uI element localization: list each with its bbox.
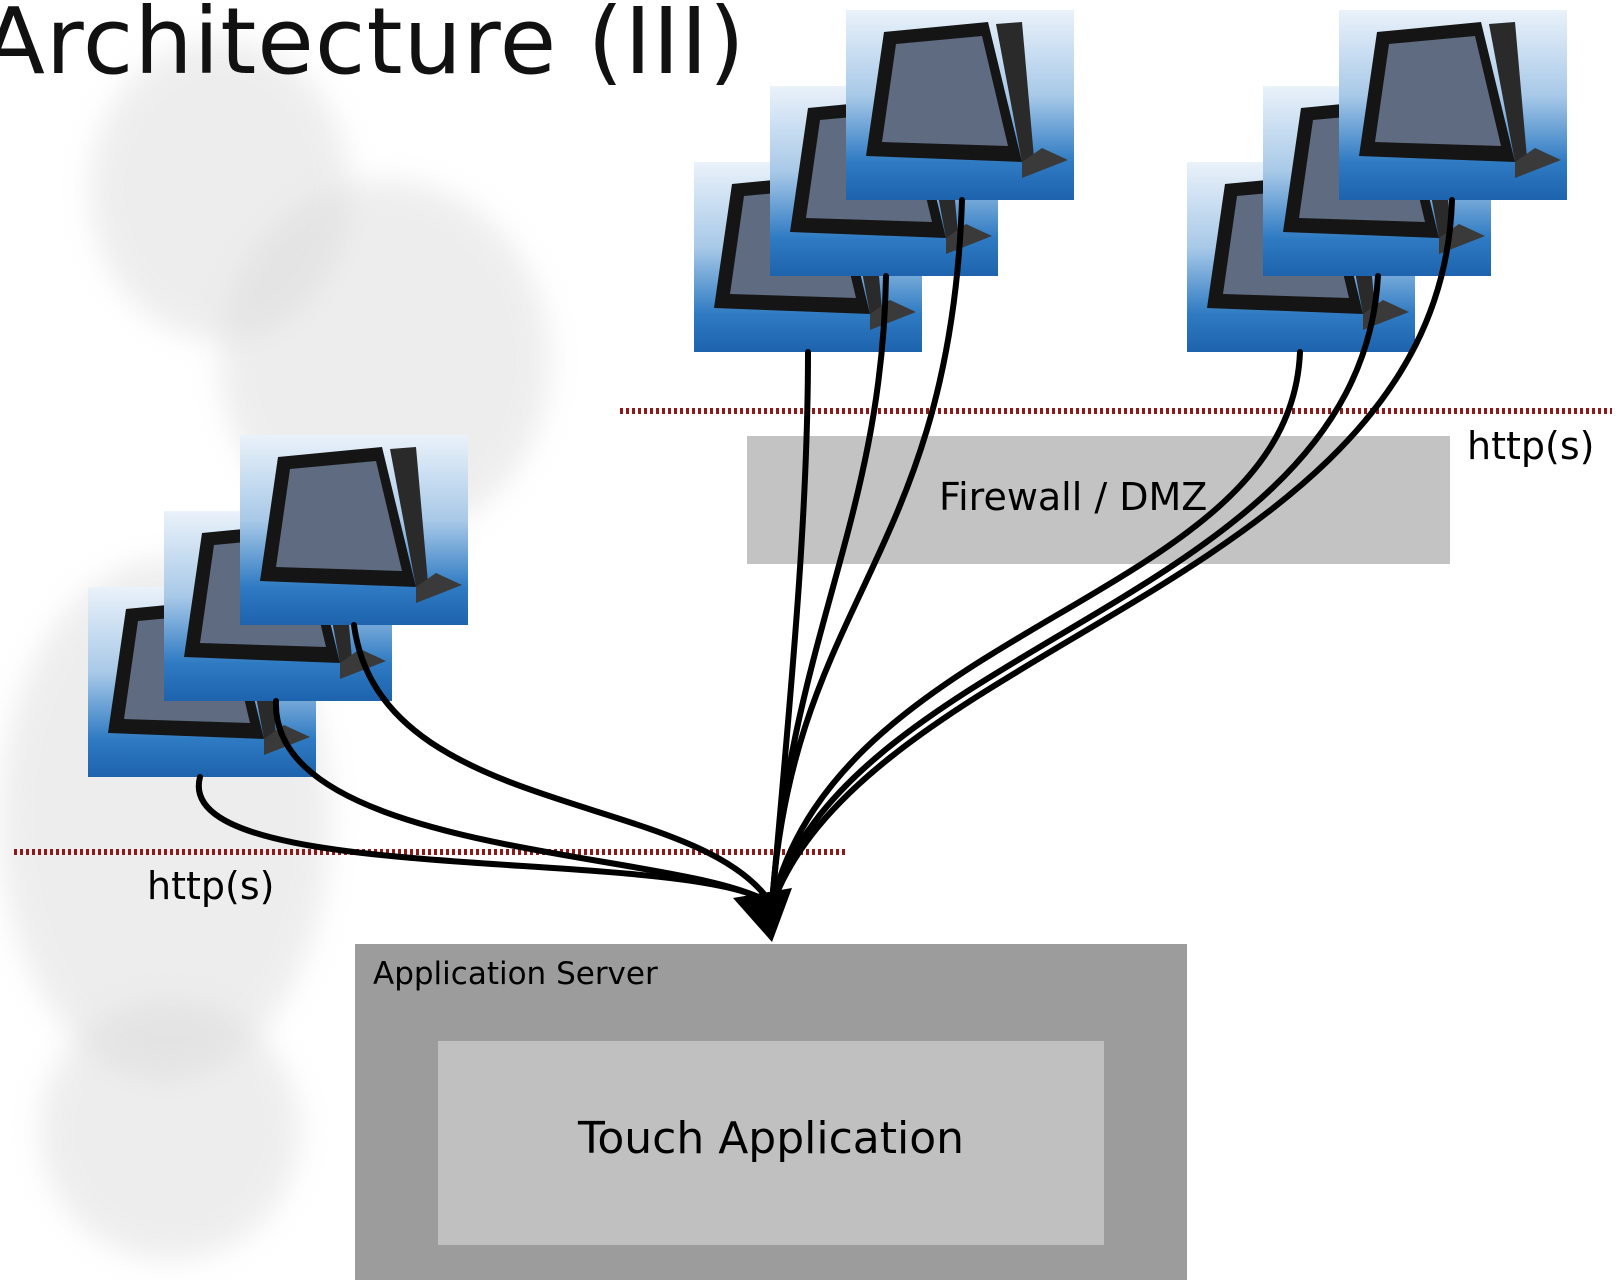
background-decoration bbox=[40, 1000, 300, 1260]
background-decoration bbox=[90, 40, 350, 340]
connector-line bbox=[769, 197, 1455, 908]
connector-line bbox=[769, 349, 1303, 908]
connector-line bbox=[351, 622, 775, 908]
connector-line bbox=[769, 273, 1381, 908]
connector-line bbox=[769, 197, 965, 908]
connector-line bbox=[272, 698, 775, 908]
touch-terminal-icon bbox=[1339, 10, 1567, 200]
http-boundary-label-top: http(s) bbox=[1467, 424, 1595, 468]
connector-line bbox=[769, 349, 811, 908]
firewall-dmz-label: Firewall / DMZ bbox=[939, 475, 1208, 519]
slide-title: Architecture (III) bbox=[0, 0, 746, 95]
touch-terminal-icon bbox=[846, 10, 1074, 200]
arrowhead bbox=[733, 888, 792, 942]
touch-terminal-icon bbox=[240, 435, 468, 625]
touch-application-label: Touch Application bbox=[577, 1113, 965, 1164]
http-boundary-label-left: http(s) bbox=[147, 864, 275, 908]
touch-application-box: Touch Application bbox=[438, 1041, 1104, 1245]
application-server-label: Application Server bbox=[373, 956, 658, 992]
